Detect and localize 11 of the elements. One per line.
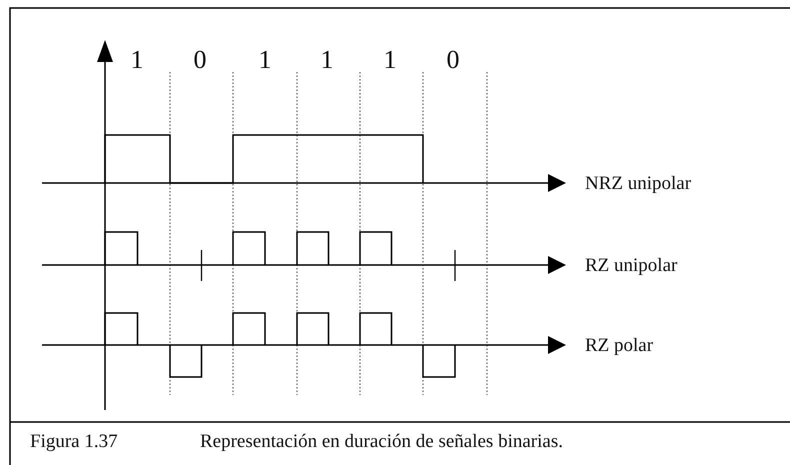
bit-value: 0 bbox=[194, 47, 206, 73]
figure-number: Figura 1.37 bbox=[30, 432, 118, 451]
bit-value: 1 bbox=[258, 47, 272, 73]
figure-caption: Representación en duración de señales binarias. bbox=[200, 432, 563, 451]
signal-name: RZ unipolar bbox=[585, 256, 678, 275]
signal-name: NRZ unipolar bbox=[585, 174, 692, 193]
bit-value: 1 bbox=[320, 47, 334, 73]
bit-value: 1 bbox=[130, 47, 144, 73]
signal-name: RZ polar bbox=[585, 336, 654, 355]
bit-value: 1 bbox=[384, 47, 396, 73]
bit-value: 0 bbox=[446, 47, 460, 73]
